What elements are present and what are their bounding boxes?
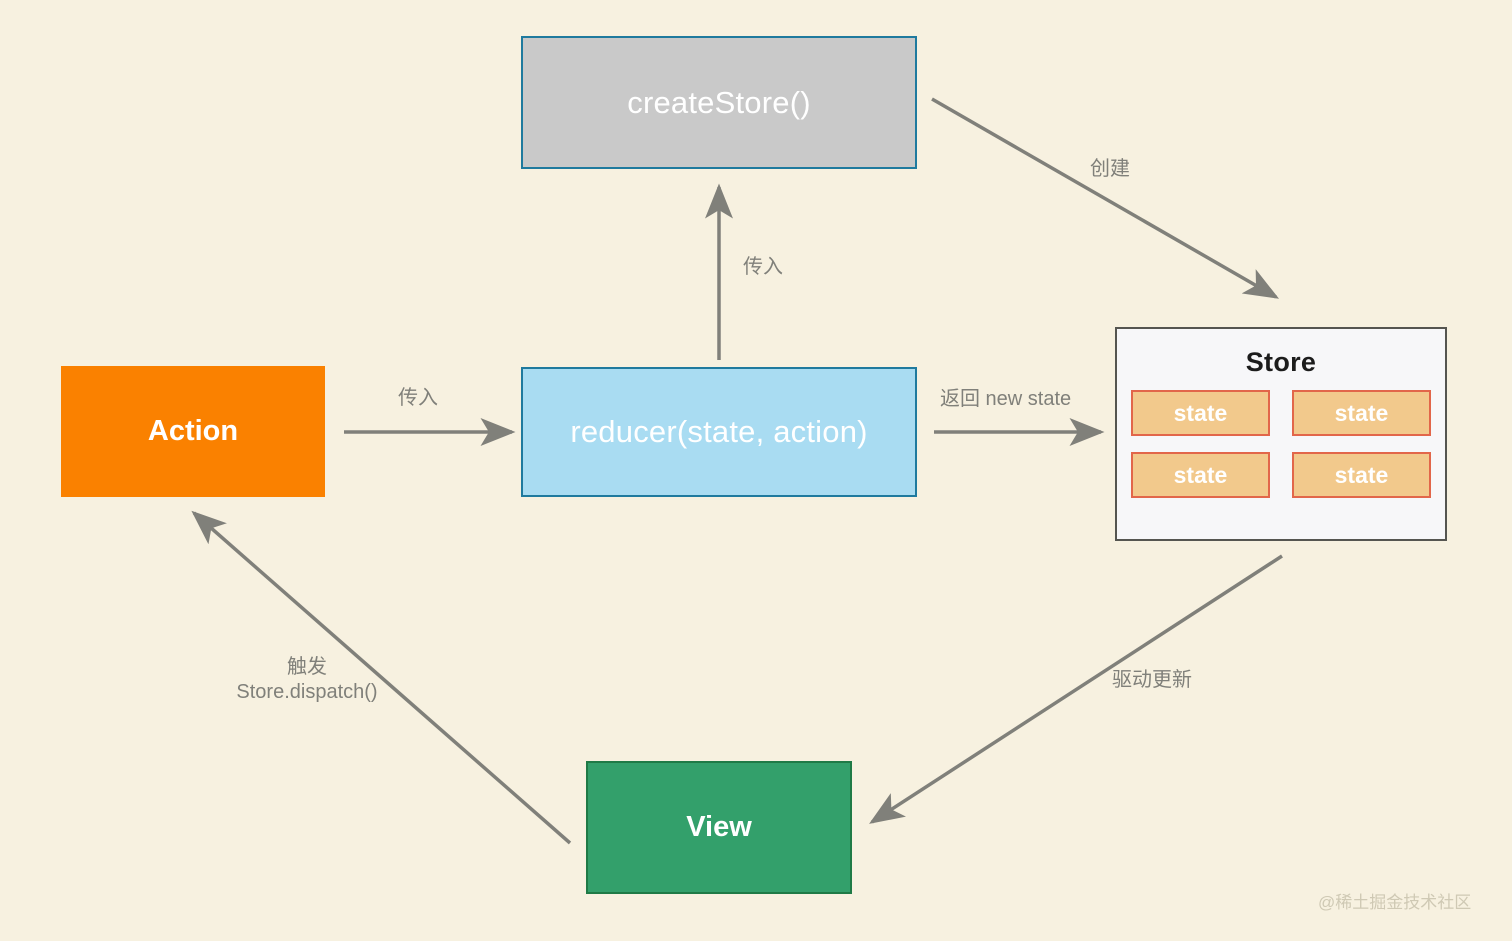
edge-createstore-to-store [931,97,1280,299]
store-state-grid: state state state state [1131,390,1431,498]
node-store[interactable]: Store state state state state [1115,327,1447,541]
state-chip[interactable]: state [1292,390,1431,436]
state-chip[interactable]: state [1131,390,1270,436]
watermark: @稀土掘金技术社区 [1318,893,1472,912]
edge-label-view-to-action-line1: 触发 [287,656,327,678]
node-action-label: Action [147,415,239,447]
edge-label-action-to-reducer: 传入 [398,387,438,409]
node-createstore-label: createStore() [627,84,811,120]
node-reducer-label: reducer(state, action) [570,414,868,449]
node-action[interactable]: Action [61,366,325,497]
edge-label-view-to-action: 触发 Store.dispatch() [227,655,387,705]
edge-label-view-to-action-line2: Store.dispatch() [236,681,378,703]
edge-label-reducer-to-store: 返回 new state [940,388,1072,410]
state-chip[interactable]: state [1292,452,1431,498]
state-chip[interactable]: state [1131,452,1270,498]
node-view[interactable]: View [586,761,852,894]
edge-label-createstore-to-store: 创建 [1090,158,1130,180]
store-title: Store [1245,347,1317,377]
edge-store-to-view [869,554,1283,824]
edge-label-reducer-to-createstore: 传入 [743,256,783,278]
edge-label-store-to-view: 驱动更新 [1112,669,1192,691]
node-view-label: View [686,811,752,843]
node-createstore[interactable]: createStore() [521,36,917,169]
node-reducer[interactable]: reducer(state, action) [521,367,917,497]
